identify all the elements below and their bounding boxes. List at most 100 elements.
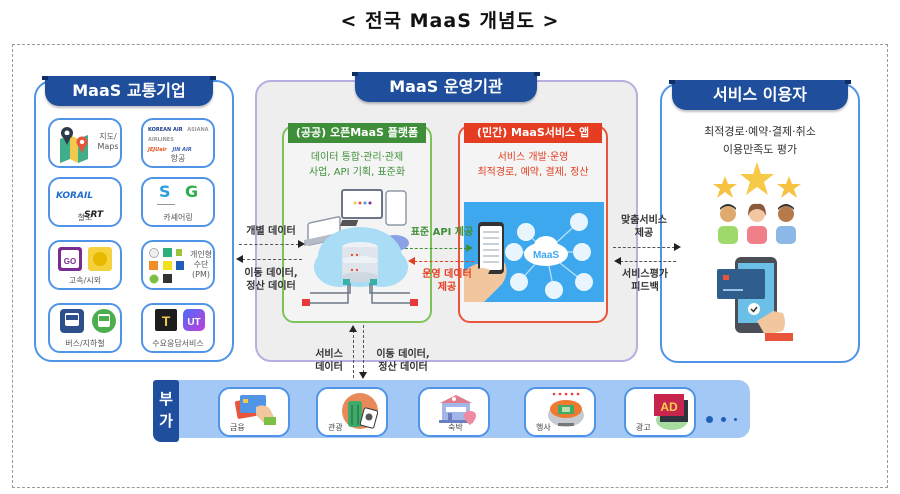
tile-carshare-label: 카셰어링	[163, 213, 193, 222]
tile-events: 행사	[524, 387, 596, 437]
maas-app-illustration-icon: MaaS	[464, 202, 604, 302]
transport-companies-header: MaaS 교통기업	[42, 76, 216, 106]
bus-subway-icon	[60, 309, 116, 337]
arrow-line-bottom-movement-data	[363, 325, 364, 373]
svg-text:GO: GO	[64, 257, 76, 266]
tile-lodging-label: 숙박	[448, 423, 463, 432]
demand-response-icon: T UT	[155, 309, 207, 335]
arrow-head-down-icon	[359, 372, 367, 379]
arrow-head-right-icon	[674, 243, 681, 251]
arrow-label-line2: 정산 데이터	[378, 362, 428, 373]
tile-pm-label-3: (PM)	[192, 270, 210, 279]
arrow-line-operation-data	[414, 261, 474, 262]
arrow-line-service-data	[353, 330, 354, 378]
rail-logos-icon: KORAIL SRT	[56, 191, 104, 220]
maas-operator-header: MaaS 운영기관	[352, 72, 540, 102]
tile-tourism-label: 관광	[328, 423, 343, 432]
arrow-label-line2: 정산 데이터	[246, 281, 296, 292]
open-maas-platform-desc: 데이터 통합·관리·관제 사업, API 기획, 표준화	[284, 150, 430, 180]
mobile-payment-icon	[717, 257, 797, 349]
arrow-label-movement-settlement-data: 이동 데이터, 정산 데이터	[236, 267, 306, 293]
arrow-label-operation-data: 운영 데이터 제공	[414, 268, 480, 294]
arrow-label-line1: 운영 데이터	[422, 269, 472, 280]
arrow-line-standard-api	[405, 248, 467, 249]
arrow-label-line1: 서비스평가	[622, 269, 668, 280]
tile-maps-label-2: Maps	[97, 142, 119, 151]
arrow-line-individual-data	[239, 244, 299, 245]
ad-icon: AD	[650, 392, 694, 432]
arrow-label-line1: 맞춤서비스	[621, 215, 667, 226]
tile-carshare: S G 카셰어링	[141, 177, 215, 227]
arrow-label-feedback: 서비스평가 피드백	[612, 268, 678, 294]
arrow-label-service-data: 서비스 데이터	[308, 348, 350, 374]
tile-air-label: 항공	[170, 154, 186, 163]
arrow-head-right-green-icon	[466, 244, 473, 252]
tile-finance: 금융	[218, 387, 290, 437]
diagram-frame	[12, 44, 888, 488]
arrow-label-custom-service: 맞춤서비스 제공	[612, 214, 676, 240]
arrow-label-line2: 제공	[634, 228, 654, 239]
maas-service-app-title: (민간) MaaS서비스 앱	[464, 123, 602, 143]
tile-express-bus: GO 고속/시외	[48, 240, 122, 290]
tile-maps-label-1: 지도/	[99, 132, 117, 141]
airline-logos-icon: KOREAN AIR ASIANA AIRLINES JEJUair JIN A…	[148, 127, 209, 153]
tile-lodging: 숙박	[418, 387, 490, 437]
more-dots-icon	[706, 409, 745, 428]
tile-advertising-label: 광고	[636, 423, 651, 432]
arrow-label-line2: 데이터	[315, 362, 343, 373]
maas-app-desc-line1: 서비스 개발·운영	[497, 152, 569, 163]
tile-air: KOREAN AIR ASIANA AIRLINES JEJUair JIN A…	[141, 118, 215, 168]
service-users-header: 서비스 이용자	[669, 80, 851, 110]
users-group-icon	[716, 200, 798, 246]
tile-tourism: 관광	[316, 387, 388, 437]
service-users-desc: 최적경로·예약·결제·취소 이용만족도 평가	[665, 123, 855, 159]
hotel-icon	[436, 393, 480, 425]
maas-cloud-label: MaaS	[533, 250, 559, 261]
maas-service-app-desc: 서비스 개발·운영 최적경로, 예약, 결제, 정산	[460, 150, 606, 180]
arrow-label-standard-api: 표준 API 제공	[410, 227, 474, 238]
arrow-head-left-icon	[236, 255, 243, 263]
open-maas-desc-line2: 사업, API 기획, 표준화	[308, 167, 406, 178]
credit-card-icon	[234, 393, 280, 427]
tile-pm-label-1: 개인형	[189, 250, 213, 259]
tag-line2: 가	[159, 412, 173, 430]
map-pin-icon	[56, 125, 92, 163]
svg-text:T: T	[162, 313, 171, 329]
arrow-label-bottom-movement-data: 이동 데이터, 정산 데이터	[368, 348, 438, 374]
svg-text:UT: UT	[187, 317, 200, 328]
arrow-line-custom-service	[613, 247, 675, 248]
open-maas-desc-line1: 데이터 통합·관리·관제	[310, 152, 404, 163]
cloud-server-icon	[300, 185, 420, 315]
tourism-luggage-icon	[338, 391, 382, 431]
service-users-desc-line1: 최적경로·예약·결제·취소	[704, 125, 816, 138]
open-maas-platform-title: (공공) 오픈MaaS 플랫폼	[288, 123, 426, 143]
arrow-head-left-icon	[614, 257, 621, 265]
arrow-line-movement-data	[242, 259, 302, 260]
arrow-label-line1: 이동 데이터,	[376, 349, 430, 360]
tile-events-label: 행사	[536, 423, 551, 432]
tile-finance-label: 금융	[230, 423, 245, 432]
tile-pm-label-2: 수단	[193, 260, 209, 269]
tile-rail: KORAIL SRT 철도	[48, 177, 122, 227]
tile-demand-response: T UT 수요응답서비스	[141, 303, 215, 353]
arrow-head-up-icon	[349, 325, 357, 332]
tile-maps: 지도/ Maps	[48, 118, 122, 168]
diagram-title: < 전국 MaaS 개념도 >	[340, 10, 560, 32]
arrow-label-line2: 제공	[437, 282, 457, 293]
stadium-icon	[546, 391, 586, 431]
service-users-desc-line2: 이용만족도 평가	[722, 143, 798, 156]
tag-line1: 부	[159, 390, 173, 408]
arrow-label-line2: 피드백	[631, 282, 659, 293]
tile-bus-subway-label: 버스/지하철	[65, 339, 105, 348]
maas-app-desc-line2: 최적경로, 예약, 결제, 정산	[477, 167, 589, 178]
tile-demand-response-label: 수요응답서비스	[152, 339, 204, 348]
tile-advertising: AD 광고	[624, 387, 696, 437]
ad-badge: AD	[660, 400, 678, 414]
express-bus-icon: GO	[58, 247, 116, 273]
additional-services-tag: 부 가	[153, 380, 179, 442]
arrow-label-individual-data: 개별 데이터	[246, 226, 296, 237]
open-maas-platform-box	[282, 125, 432, 323]
carshare-logos-icon: S G	[157, 182, 207, 212]
tile-personal-mobility: 개인형 수단 (PM)	[141, 240, 215, 290]
tile-bus-subway: 버스/지하철	[48, 303, 122, 353]
